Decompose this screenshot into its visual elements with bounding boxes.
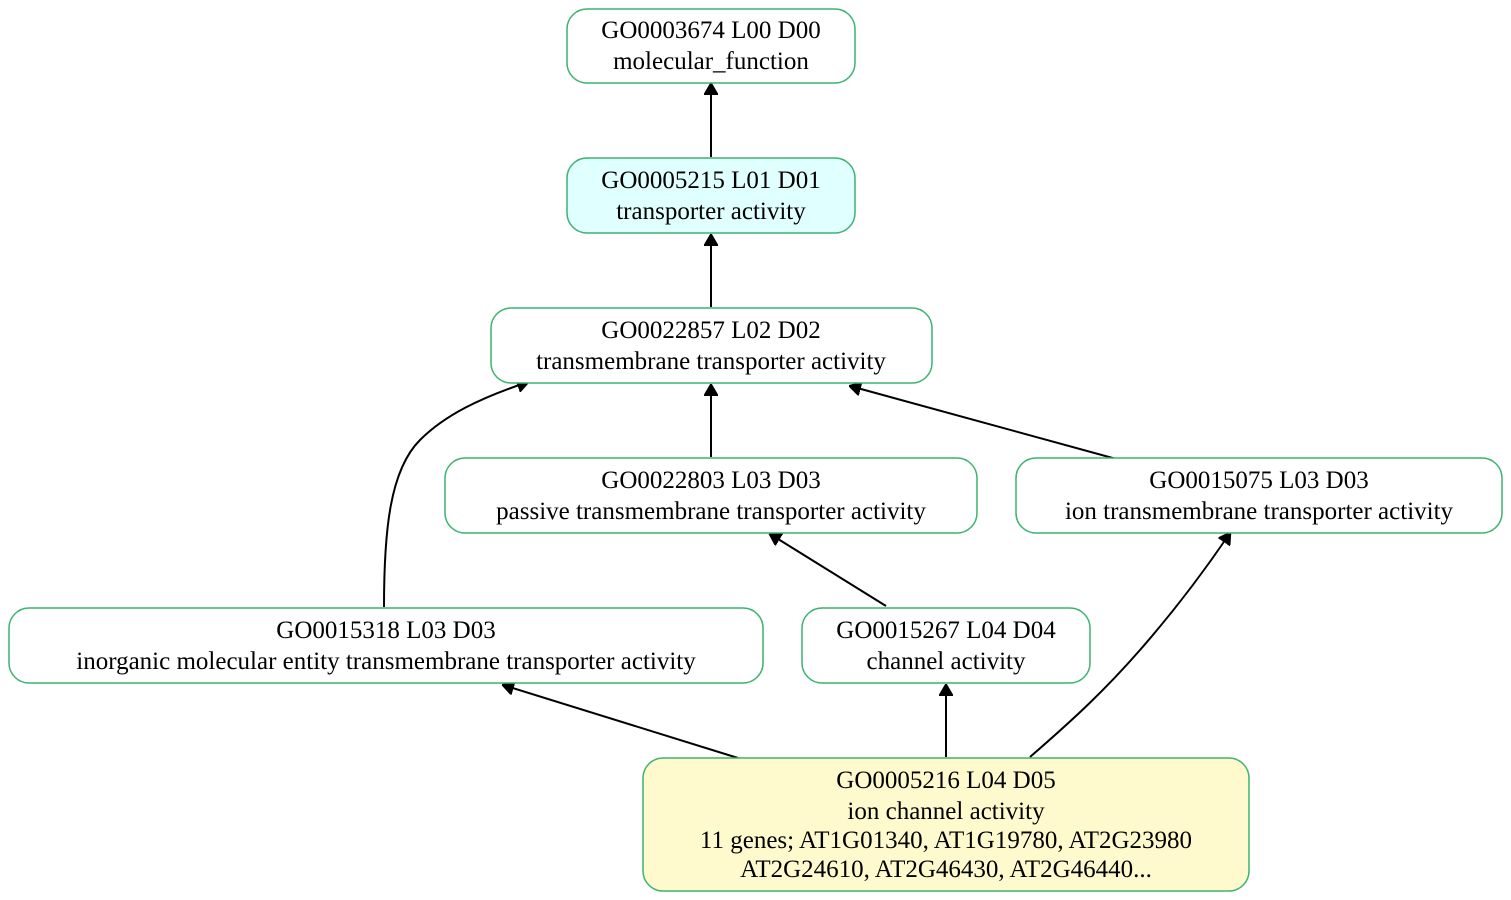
node-genes-line-1: 11 genes; AT1G01340, AT1G19780, AT2G2398… (700, 827, 1192, 854)
node-name: ion channel activity (847, 798, 1045, 825)
node-box (566, 8, 856, 84)
node-go0015267: GO0015267 L04 D04 channel activity (801, 607, 1091, 684)
node-box-query (642, 757, 1250, 892)
node-id-line: GO0015075 L03 D03 (1149, 467, 1368, 494)
node-box (801, 607, 1091, 684)
node-name: inorganic molecular entity transmembrane… (76, 648, 696, 675)
node-go0022803: GO0022803 L03 D03 passive transmembrane … (444, 457, 978, 534)
node-id-line: GO0022857 L02 D02 (601, 317, 820, 344)
node-box (1015, 457, 1503, 534)
node-name: passive transmembrane transporter activi… (496, 498, 926, 525)
node-id-line: GO0015267 L04 D04 (836, 617, 1056, 644)
node-go0005216: GO0005216 L04 D05 ion channel activity 1… (642, 757, 1250, 892)
node-id-line: GO0022803 L03 D03 (601, 467, 820, 494)
node-id-line: GO0005215 L01 D01 (601, 167, 820, 194)
node-id-line: GO0005216 L04 D05 (836, 767, 1055, 794)
node-go0003674: GO0003674 L00 D00 molecular_function (566, 8, 856, 84)
node-box-highlighted (566, 157, 856, 234)
node-go0015318: GO0015318 L03 D03 inorganic molecular en… (8, 607, 764, 684)
node-go0015075: GO0015075 L03 D03 ion transmembrane tran… (1015, 457, 1503, 534)
node-box (8, 607, 764, 684)
node-box (490, 307, 933, 384)
edge-go0015075-to-go0022857 (850, 386, 1121, 461)
node-go0022857: GO0022857 L02 D02 transmembrane transpor… (490, 307, 933, 384)
edge-go0005216-to-go0015318 (503, 685, 739, 759)
edge-go0005216-to-go0015075 (1029, 533, 1230, 758)
node-box (444, 457, 978, 534)
node-name: channel activity (867, 648, 1026, 675)
node-name: transporter activity (616, 198, 806, 225)
node-name: ion transmembrane transporter activity (1065, 498, 1454, 525)
edge-go0015318-to-go0022857 (383, 382, 528, 608)
node-id-line: GO0015318 L03 D03 (276, 617, 495, 644)
node-go0005215: GO0005215 L01 D01 transporter activity (566, 157, 856, 234)
node-name: transmembrane transporter activity (536, 348, 886, 375)
edge-go0015267-to-go0022803 (770, 534, 887, 607)
node-genes-line-2: AT2G24610, AT2G46430, AT2G46440... (740, 856, 1152, 883)
node-id-line: GO0003674 L00 D00 (601, 17, 820, 44)
node-name: molecular_function (613, 48, 809, 75)
edges (383, 84, 1230, 759)
